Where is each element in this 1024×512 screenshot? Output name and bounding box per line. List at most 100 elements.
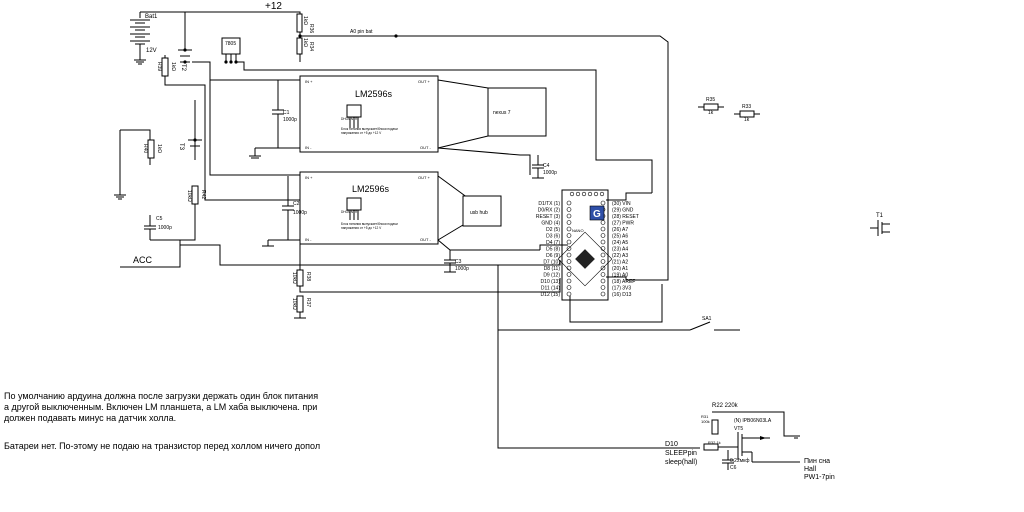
nano-right-pin-label: (28) RESET bbox=[612, 214, 639, 220]
svg-text:1000p: 1000p bbox=[158, 225, 172, 231]
nano-right-pin bbox=[600, 252, 606, 258]
transistor-t1: T1 bbox=[870, 213, 890, 236]
svg-text:R35: R35 bbox=[706, 97, 715, 103]
nano-left-pin bbox=[566, 272, 572, 277]
resistor-r33: R33 1k bbox=[734, 104, 760, 123]
svg-text:OUT +: OUT + bbox=[418, 79, 430, 84]
nano-header-pin bbox=[575, 191, 581, 197]
nano-right-pin-label: (26) A7 bbox=[612, 227, 628, 233]
svg-text:T3: T3 bbox=[178, 143, 184, 151]
nano-right-pin bbox=[600, 226, 606, 232]
nano-left-pin-label: D5 (8) bbox=[546, 247, 560, 253]
nano-left-pin-label: D2 (5) bbox=[546, 227, 560, 233]
nano-header-pin bbox=[569, 191, 575, 197]
nano-left-pin bbox=[566, 239, 572, 245]
a0-net-label: A0 pin bat bbox=[350, 29, 373, 35]
nano-right-pin-label: (19) A0 bbox=[612, 273, 628, 279]
nano-left-pin-label: RESET (3) bbox=[536, 214, 560, 220]
nano-left-pin bbox=[566, 207, 572, 212]
nano-left-pin bbox=[566, 220, 572, 225]
svg-text:1000p: 1000p bbox=[293, 210, 307, 216]
svg-text:OUT +: OUT + bbox=[418, 175, 430, 180]
svg-text:SA1: SA1 bbox=[702, 316, 712, 322]
svg-text:1000p: 1000p bbox=[543, 170, 557, 176]
svg-text:IN +: IN + bbox=[305, 79, 313, 84]
nano-right-pin-label: (21) A2 bbox=[612, 260, 628, 266]
svg-text:10kΩ: 10kΩ bbox=[291, 272, 297, 284]
svg-text:напряжения от +5 до +12 V: напряжения от +5 до +12 V bbox=[341, 131, 382, 135]
svg-text:T1: T1 bbox=[876, 213, 884, 219]
nano-right-pin bbox=[600, 259, 606, 264]
svg-text:Hall: Hall bbox=[804, 466, 817, 473]
regulator-7805: 7805 bbox=[221, 37, 653, 193]
note-line-5: Батареи нет. По-этому не подаю на транзи… bbox=[4, 441, 320, 451]
svg-text:100k: 100k bbox=[701, 419, 710, 424]
battery-bat1: Bat1 12V bbox=[130, 12, 158, 65]
nano-left-pin-label: D3 (6) bbox=[546, 234, 560, 240]
note-line-2: а другой выключенным. Включен LM планшет… bbox=[4, 402, 318, 412]
resistor-r42: 10kΩ R42 bbox=[150, 185, 206, 241]
nano-left-pin-label: D0/RX (2) bbox=[538, 208, 561, 214]
nano-right-pin bbox=[600, 200, 606, 206]
svg-text:R34: R34 bbox=[308, 42, 314, 51]
svg-text:Блок питания выпускает/блоки п: Блок питания выпускает/блоки подачи bbox=[341, 222, 398, 226]
svg-text:DHGMNTR: DHGMNTR bbox=[341, 117, 358, 121]
svg-text:R32 1k: R32 1k bbox=[708, 440, 721, 445]
resistor-r40: R40 1kΩ bbox=[142, 139, 162, 159]
svg-text:R40: R40 bbox=[142, 144, 148, 153]
svg-text:1000p: 1000p bbox=[455, 266, 469, 272]
supply-label: +12 bbox=[265, 1, 282, 12]
svg-text:Пин сна: Пин сна bbox=[804, 458, 830, 465]
svg-text:NANO: NANO bbox=[572, 228, 584, 233]
svg-text:LM2596s: LM2596s bbox=[355, 89, 393, 99]
svg-text:R33: R33 bbox=[742, 104, 751, 110]
svg-text:C1: C1 bbox=[283, 110, 290, 116]
svg-text:OUT -: OUT - bbox=[420, 145, 431, 150]
nano-left-pin bbox=[566, 200, 572, 206]
svg-text:usb hub: usb hub bbox=[470, 210, 488, 216]
svg-text:DHGMNTR: DHGMNTR bbox=[341, 210, 358, 214]
nano-left-pin-label: D1/TX (1) bbox=[538, 201, 560, 207]
nano-right-pin bbox=[600, 278, 606, 284]
nano-right-pin-label: (18) AREF bbox=[612, 279, 635, 285]
nano-right-pin-label: (29) GND bbox=[612, 208, 634, 214]
nano-header-pin bbox=[587, 191, 593, 197]
nano-header-pin bbox=[593, 191, 599, 197]
svg-text:C3: C3 bbox=[455, 259, 462, 265]
nano-right-pin bbox=[600, 220, 606, 225]
sleep-circuit: R22 220k (N) IPB06N03LA VT5 R31 100k R32… bbox=[497, 330, 835, 481]
acc-net: ACC bbox=[120, 240, 561, 268]
capacitor-c5: C5 1000p bbox=[144, 215, 172, 240]
svg-text:1k: 1k bbox=[744, 117, 750, 123]
converter-bottom: IN + OUT + IN - OUT - LM2596s DHGMNTR Бл… bbox=[299, 171, 469, 245]
svg-text:Блок питания выпускает/блоки п: Блок питания выпускает/блоки подачи bbox=[341, 127, 398, 131]
svg-text:R38: R38 bbox=[305, 272, 311, 281]
wire-a0 bbox=[606, 275, 669, 281]
wire-d6 bbox=[539, 244, 568, 250]
svg-text:C4: C4 bbox=[543, 163, 550, 169]
svg-text:D10: D10 bbox=[665, 441, 678, 448]
resistor-r36: R36 1kΩ bbox=[302, 16, 314, 33]
svg-text:R42: R42 bbox=[200, 190, 206, 199]
svg-text:R22 220k: R22 220k bbox=[712, 403, 739, 409]
nano-right-pin-label: (17) 3V3 bbox=[612, 286, 631, 292]
load-usb-hub: usb hub bbox=[462, 195, 502, 227]
nano-right-pin bbox=[600, 233, 606, 238]
nano-right-pin-label: (24) A5 bbox=[612, 240, 628, 246]
capacitor-c3: C3 1000p bbox=[444, 250, 469, 273]
svg-text:1kΩ: 1kΩ bbox=[170, 62, 176, 71]
resistor-r37: 10kΩ R37 bbox=[291, 295, 311, 319]
svg-text:R39: R39 bbox=[156, 62, 162, 71]
nano-left-pin-label: D4 (7) bbox=[546, 240, 560, 246]
nano-left-pin bbox=[566, 265, 572, 271]
nano-left-pin-label: D9 (12) bbox=[543, 273, 560, 279]
svg-text:1k: 1k bbox=[708, 110, 714, 116]
nano-left-pin-label: GND (4) bbox=[541, 221, 560, 227]
svg-text:G: G bbox=[593, 209, 601, 220]
note-line-3: должен подавать минус на датчик холла. bbox=[4, 413, 177, 423]
nano-right-pin-label: (25) A6 bbox=[612, 234, 628, 240]
svg-text:C2: C2 bbox=[293, 201, 300, 207]
battery-voltage: 12V bbox=[146, 48, 157, 54]
svg-text:VT5: VT5 bbox=[734, 426, 743, 432]
nano-left-pin bbox=[566, 233, 572, 238]
